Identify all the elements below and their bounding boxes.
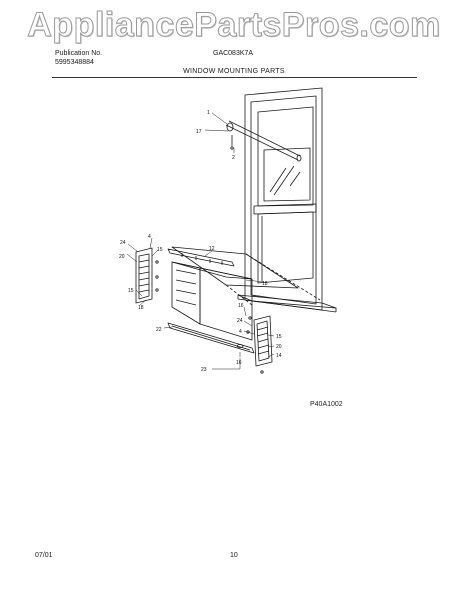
callout-16-right: 16 xyxy=(238,303,244,309)
top-rail-part xyxy=(225,120,302,162)
top-channel-part xyxy=(167,248,235,267)
callout-12: 12 xyxy=(209,246,215,252)
callout-16-bottom: 16 xyxy=(236,360,242,366)
callout-22: 22 xyxy=(156,327,162,333)
callout-15-right: 15 xyxy=(276,334,282,340)
header-rule xyxy=(52,77,417,78)
callout-20-right: 20 xyxy=(276,344,282,350)
publication-label: Publication No. xyxy=(55,50,103,57)
callout-14: 14 xyxy=(276,353,282,359)
right-side-curtain xyxy=(246,315,273,374)
callout-18-right: 18 xyxy=(262,281,268,287)
callout-17: 17 xyxy=(196,129,202,135)
page-number: 10 xyxy=(230,552,238,559)
bottom-rail-part xyxy=(167,322,255,354)
window-frame xyxy=(237,87,337,313)
callout-1: 1 xyxy=(207,110,210,116)
section-title: WINDOW MOUNTING PARTS xyxy=(183,68,285,75)
callout-18-left: 18 xyxy=(138,305,144,311)
callout-leaders xyxy=(126,112,275,370)
callout-4-left: 4 xyxy=(148,234,151,240)
callout-15-left-lower: 15 xyxy=(128,288,134,294)
footer-date: 07/01 xyxy=(35,552,53,559)
callout-23: 23 xyxy=(201,367,207,373)
left-side-curtain xyxy=(135,247,159,304)
callout-20-left: 20 xyxy=(119,254,125,260)
callout-24-right: 24 xyxy=(237,318,243,324)
figure-code: P40A1002 xyxy=(310,401,343,408)
callout-15-left: 15 xyxy=(157,247,163,253)
callout-24-left: 24 xyxy=(120,240,126,246)
watermark-logo: AppliancePartsPros.com xyxy=(27,6,441,45)
cabinet-sleeve xyxy=(171,246,321,341)
callout-4-right: 4 xyxy=(239,329,242,335)
callout-2: 2 xyxy=(232,155,235,161)
publication-number: 5995348884 xyxy=(55,59,94,66)
model-number: GAC083K7A xyxy=(213,50,254,57)
